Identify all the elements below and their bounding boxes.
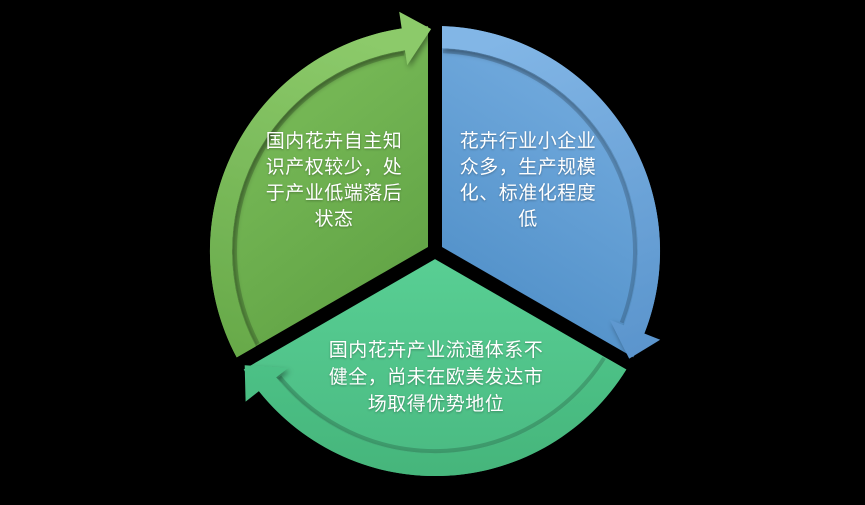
segment-blue-arrow-icon <box>442 26 661 359</box>
segment-blue-crease <box>442 49 637 324</box>
segment-green-arrow-icon <box>209 11 432 358</box>
segment-teal-crease <box>278 356 606 453</box>
segment-green-crease <box>233 51 405 345</box>
segment-teal-body <box>243 259 627 477</box>
segment-teal-arrow-icon <box>244 358 627 477</box>
